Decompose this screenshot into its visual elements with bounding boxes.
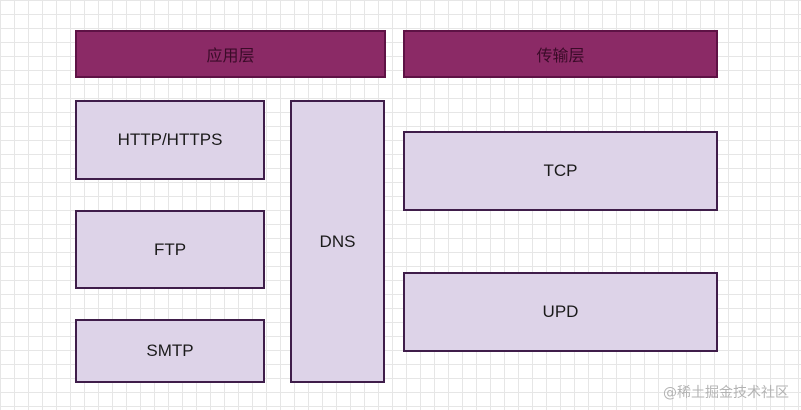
upd-box: UPD <box>403 272 718 352</box>
dns-box: DNS <box>290 100 385 383</box>
smtp-box: SMTP <box>75 319 265 383</box>
application-layer-header: 应用层 <box>75 30 386 78</box>
watermark-text: @稀土掘金技术社区 <box>663 385 789 401</box>
http-https-box: HTTP/HTTPS <box>75 100 265 180</box>
transport-layer-header: 传输层 <box>403 30 718 78</box>
tcp-box: TCP <box>403 131 718 211</box>
ftp-box: FTP <box>75 210 265 289</box>
